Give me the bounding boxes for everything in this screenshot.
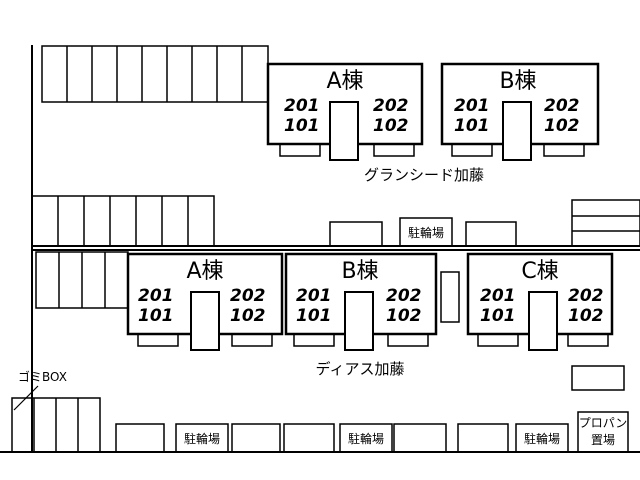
unit-label: 102 [568,306,604,326]
parking-space [283,423,335,453]
parking-space [393,423,447,453]
building-dias-b: B棟 201 202 101 102 [284,252,438,351]
utility-box [571,365,625,391]
parking-row-top [41,45,269,103]
bike-parking-label: 駐輪場 [184,431,220,446]
bike-parking: 駐輪場 [399,217,453,247]
parking-space [115,423,165,453]
building-label: C棟 [521,259,558,284]
unit-label: 101 [454,116,490,136]
building-label: B棟 [499,69,536,94]
unit-label: 101 [296,306,332,326]
propane-storage [577,411,629,453]
unit-label: 202 [568,286,604,306]
bike-parking [175,423,229,453]
unit-label: 101 [138,306,174,326]
unit-label: 202 [373,96,409,116]
bottom-row: 駐輪場 駐輪場 駐輪場 プロパン 置場 [115,411,629,453]
parking-space [231,423,281,453]
complex-name: ディアス加藤 [316,360,405,378]
building-grandseed-a: A棟 201 202 101 102 [266,62,424,161]
unit-label: 101 [480,306,516,326]
complex-name: グランシード加藤 [364,166,484,184]
building-dias-a: A棟 201 202 101 102 [126,252,284,351]
unit-label: 202 [230,286,266,306]
unit-label: 102 [544,116,580,136]
unit-label: 201 [480,286,516,306]
building-label: B棟 [341,259,378,284]
unit-label: 201 [454,96,490,116]
bike-parking [339,423,393,453]
storage-box [465,221,517,247]
unit-label: 102 [230,306,266,326]
parking-space [457,423,509,453]
unit-label: 202 [544,96,580,116]
unit-label: 102 [373,116,409,136]
bike-parking-label: 駐輪場 [348,431,384,446]
bike-parking [515,423,569,453]
unit-label: 201 [284,96,320,116]
unit-label: 101 [284,116,320,136]
garbage-box: ゴミBOX [11,369,101,453]
garbage-box-label: ゴミBOX [18,369,67,384]
building-label: A棟 [186,259,223,284]
bike-parking-label: 駐輪場 [524,431,560,446]
unit-label: 102 [386,306,422,326]
parking-stack-right [571,199,640,247]
building-grandseed-b: B棟 201 202 101 102 [440,62,600,161]
utility-box [440,271,460,323]
storage-box [329,221,383,247]
building-label: A棟 [326,69,363,94]
bike-parking-label: 駐輪場 [408,225,444,240]
propane-label: プロパン [579,416,628,430]
unit-label: 201 [138,286,174,306]
unit-label: 202 [386,286,422,306]
parking-row-middle [31,195,215,247]
propane-label: 置場 [591,433,615,447]
parking-row-lower-left [35,251,129,309]
building-dias-c: C棟 201 202 101 102 [466,252,614,351]
unit-label: 201 [296,286,332,306]
